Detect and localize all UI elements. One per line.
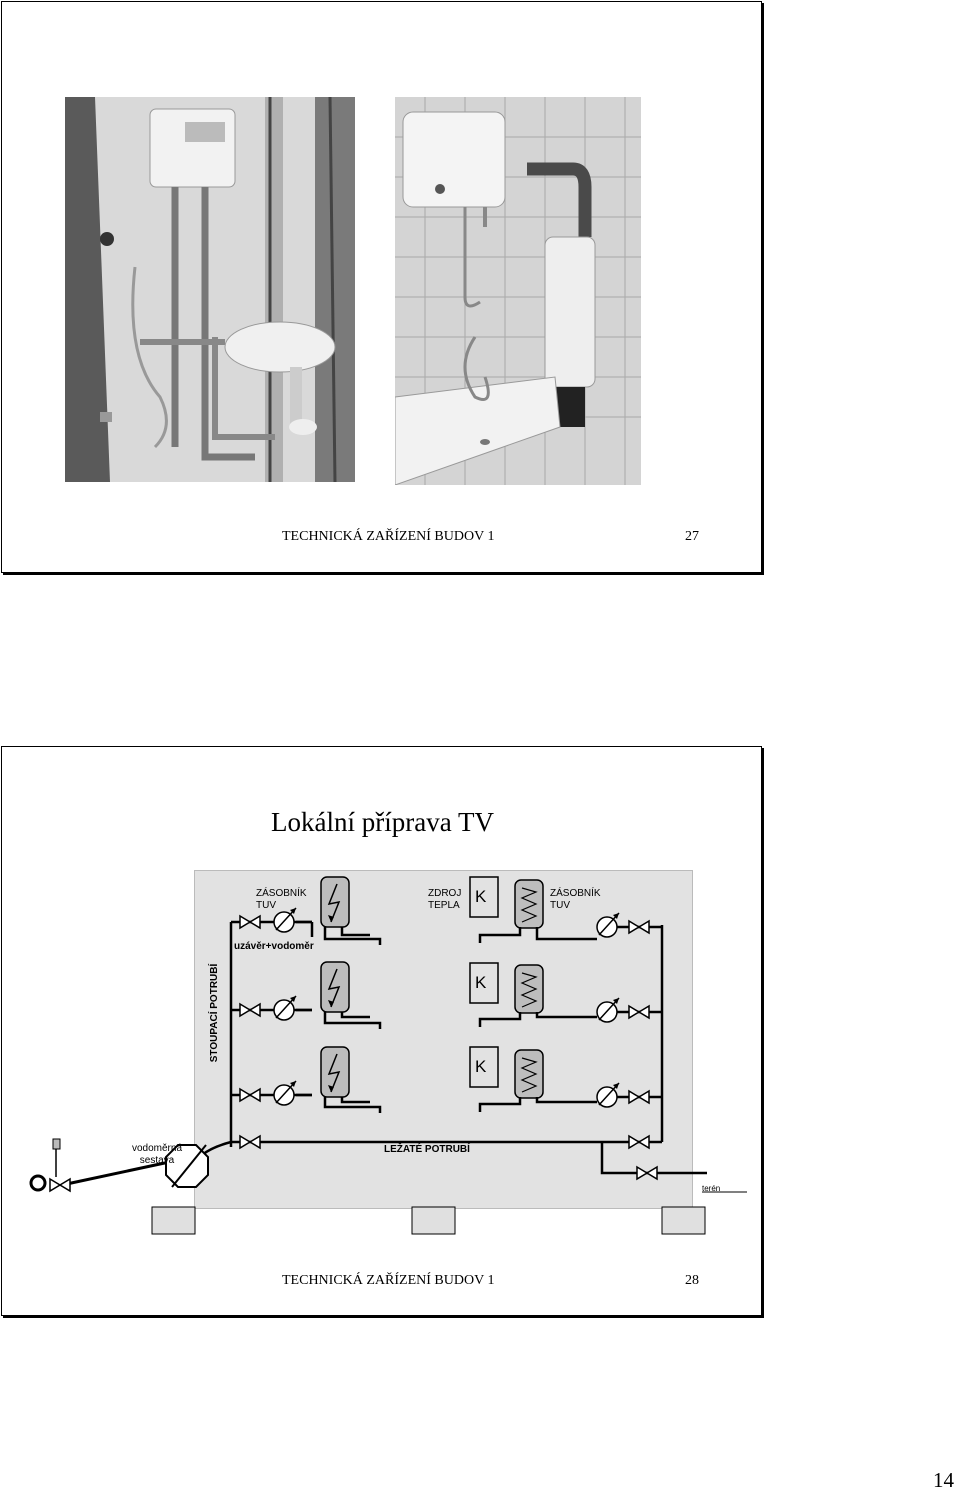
water-meter-f3-left	[273, 1080, 297, 1106]
storage-tank-f2	[514, 964, 544, 1014]
footer-title: TECHNICKÁ ZAŘÍZENÍ BUDOV 1	[282, 529, 495, 544]
slide-title: Lokální příprava TV	[271, 807, 494, 837]
valve-f3-left	[239, 1088, 261, 1102]
valve-f1-right	[628, 920, 650, 934]
label-meter-assembly: vodoměrná sestava	[131, 1143, 183, 1166]
label-ground: terén	[702, 1184, 721, 1193]
label-valve-meter: uzávěr+vodoměr	[234, 941, 314, 952]
slide-27: TECHNICKÁ ZAŘÍZENÍ BUDOV 1 27	[1, 1, 762, 573]
slide-28: Lokální příprava TV	[1, 746, 762, 1316]
electric-heater-f2	[320, 961, 350, 1013]
showroom-photo-drawing	[65, 97, 355, 482]
foundation-left	[151, 1206, 196, 1235]
valve-horizontal-left	[239, 1135, 261, 1149]
valve-ground	[636, 1166, 658, 1180]
footer-slide-number: 27	[685, 529, 699, 544]
footer-slide-number: 28	[685, 1273, 699, 1288]
label-heat-source: ZDROJ TEPLA	[428, 888, 462, 911]
boiler-letter-f3: K	[475, 1057, 487, 1076]
main-valve	[49, 1178, 71, 1192]
boiler-letter-f1: K	[475, 887, 487, 906]
photo-bathroom-water-heater	[395, 97, 641, 485]
water-meter-f3-right	[596, 1082, 620, 1108]
valve-f1-left	[239, 915, 261, 929]
water-meter-f2-left	[273, 995, 297, 1021]
electric-heater-f1	[320, 876, 350, 928]
photo-showroom-water-heater	[65, 97, 355, 482]
label-horizontal-pipe: LEŽATÉ POTRUBÍ	[384, 1144, 470, 1155]
electric-heater-f3	[320, 1046, 350, 1098]
street-main-pipe	[29, 1174, 47, 1192]
valve-f2-left	[239, 1003, 261, 1017]
valve-f3-right	[628, 1090, 650, 1104]
foundation-middle	[411, 1206, 456, 1235]
bathroom-photo-drawing	[395, 97, 641, 485]
hot-water-distribution-diagram	[29, 876, 747, 1235]
page-number: 14	[933, 1468, 954, 1492]
water-meter-f2-right	[596, 997, 620, 1023]
footer-title: TECHNICKÁ ZAŘÍZENÍ BUDOV 1	[282, 1273, 495, 1288]
boiler-letter-f2: K	[475, 973, 487, 992]
valve-horizontal-right	[628, 1135, 650, 1149]
storage-tank-f3	[514, 1049, 544, 1099]
foundation-right	[661, 1206, 706, 1235]
storage-tank-f1	[514, 879, 544, 929]
label-storage-left: ZÁSOBNÍK TUV	[256, 888, 307, 911]
water-meter-f1-right	[596, 912, 620, 938]
label-riser: STOUPACÍ POTRUBÍ	[209, 963, 220, 1063]
valve-f2-right	[628, 1005, 650, 1019]
label-storage-right: ZÁSOBNÍK TUV	[550, 888, 601, 911]
